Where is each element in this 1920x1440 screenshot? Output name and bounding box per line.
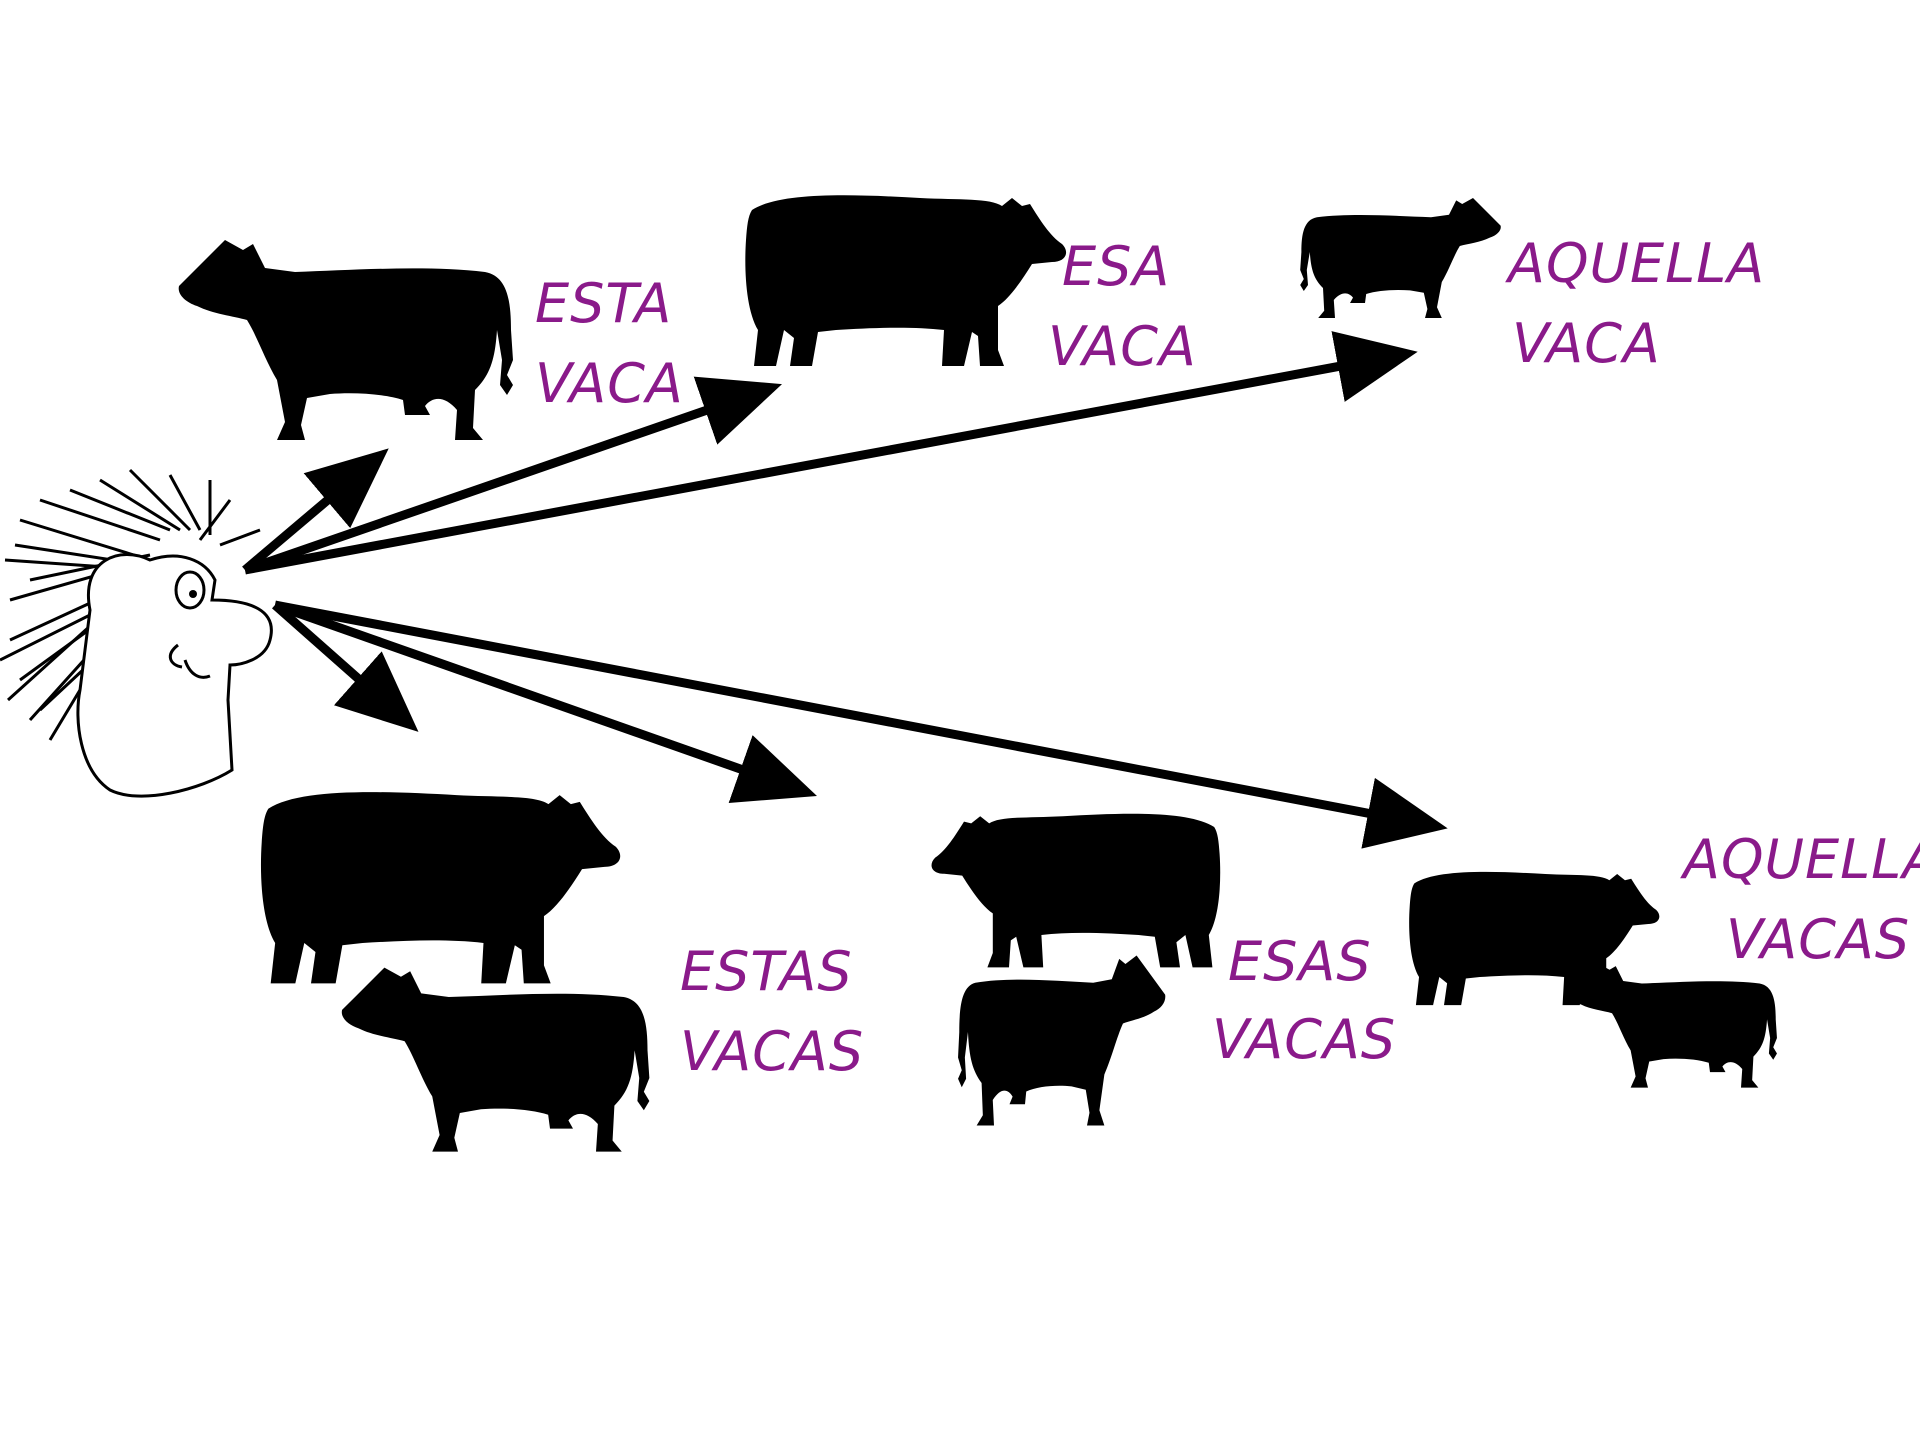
arrow-esa [243,376,783,575]
svg-text:VACA: VACA [1048,315,1197,378]
label-esa: ESA VACA [1048,235,1197,378]
svg-text:ESAS: ESAS [1228,930,1372,993]
svg-text:AQUELLA: AQUELLA [1505,232,1765,295]
svg-text:ESA: ESA [1062,235,1170,298]
arrow-estas [272,601,419,732]
label-estas: ESTAS VACAS [680,940,864,1083]
cows-estas [260,792,650,1152]
cow-esta [178,240,513,440]
label-aquella: AQUELLA VACA [1505,232,1765,375]
svg-text:VACA: VACA [535,352,684,415]
arrows [242,331,1448,849]
arrow-aquellas [274,600,1448,849]
cows-esas [931,813,1221,1126]
svg-text:ESTAS: ESTAS [680,940,853,1003]
arrow-esta [242,448,389,574]
svg-text:VACAS: VACAS [1212,1008,1396,1071]
svg-text:VACA: VACA [1512,312,1661,375]
svg-text:VACAS: VACAS [1726,908,1910,971]
svg-text:AQUELLAS: AQUELLAS [1680,828,1920,891]
person-icon [0,468,273,798]
cows-aquellas [1409,871,1777,1088]
cow-aquella [1300,198,1501,318]
label-aquellas: AQUELLAS VACAS [1680,828,1920,971]
label-esta: ESTA VACA [535,272,684,415]
arrow-aquella [244,331,1418,575]
label-esas: ESAS VACAS [1212,930,1396,1071]
svg-text:VACAS: VACAS [680,1020,864,1083]
svg-text:ESTA: ESTA [535,272,672,335]
cow-esa [745,195,1067,366]
arrow-esas [273,600,817,804]
